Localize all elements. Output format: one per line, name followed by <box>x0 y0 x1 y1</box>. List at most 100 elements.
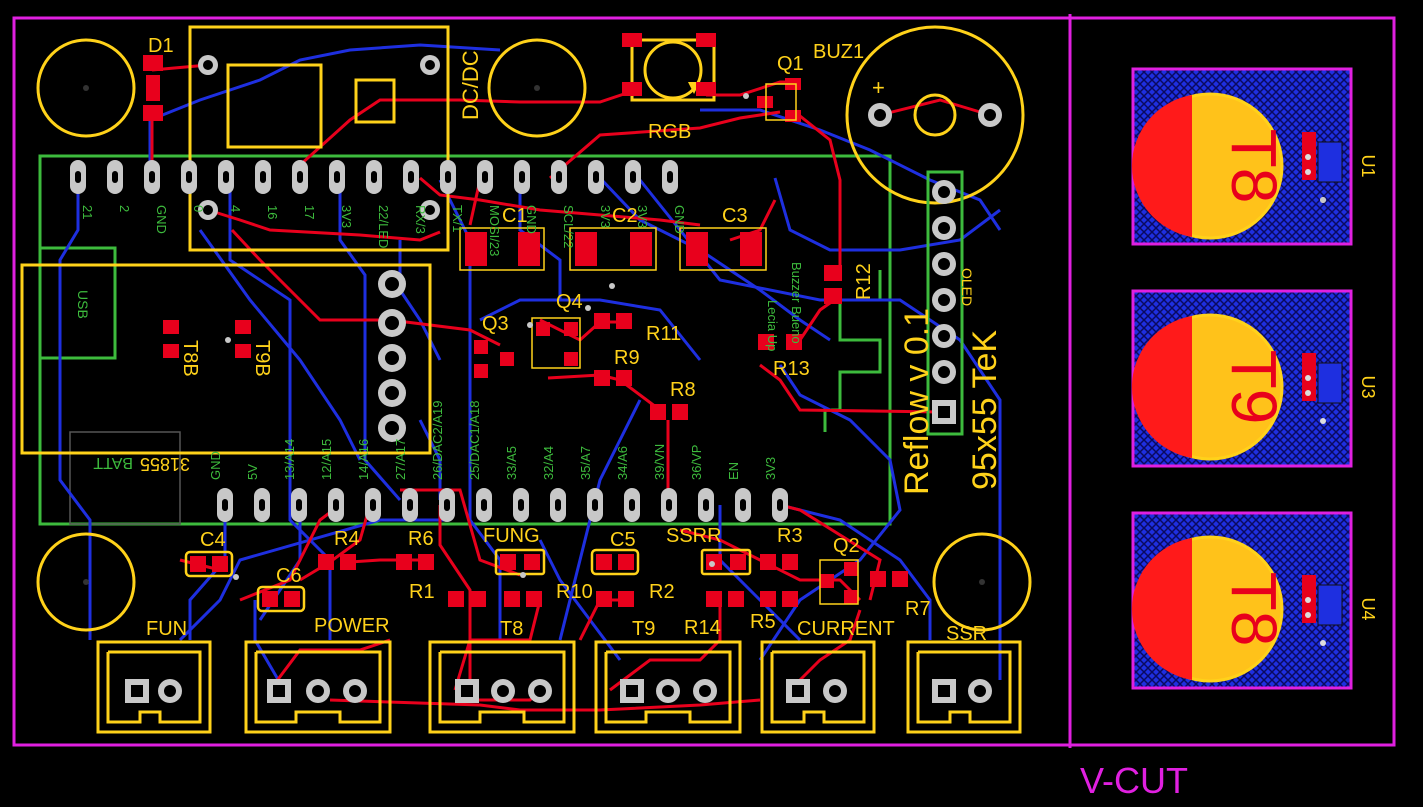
esp-top-pin-label: 3V3 <box>339 205 354 228</box>
connector-labels: FUN POWER T8 T9 CURRENT SSR <box>146 615 987 645</box>
oled-display-outline <box>20 263 432 455</box>
label-q1: Q1 <box>777 53 804 75</box>
connector-ssr-outline <box>906 640 1022 734</box>
connector-t8-outline <box>428 640 576 734</box>
esp-top-pin-label: TX/1 <box>450 205 465 232</box>
oled-header-pads <box>932 180 956 424</box>
designator-labels: D1 DC/DC RGB Q1 BUZ1 + C1 C2 C3 Q4 Q3 R1… <box>148 35 931 639</box>
batt-label: BATT <box>93 454 133 471</box>
mounting-holes <box>36 38 1032 632</box>
label-dcdc: DC/DC <box>458 50 483 120</box>
top-copper-traces <box>150 63 991 712</box>
dcdc-module <box>188 25 450 252</box>
sensor-u4 <box>1131 511 1353 690</box>
label-c6: C6 <box>276 565 302 587</box>
esp-top-pin-label: MOSI/23 <box>487 205 502 256</box>
label-r13: R13 <box>773 358 810 380</box>
u3-label: U3 <box>1358 375 1378 398</box>
esp-bottom-pin-label: 14/A16 <box>356 439 371 480</box>
label-t9b: T9B <box>251 340 273 377</box>
esp-bottom-pin-label: 35/A7 <box>578 446 593 480</box>
label-t8b: T8B <box>179 340 201 377</box>
label-r3: R3 <box>777 525 803 547</box>
label-q3: Q3 <box>482 313 509 335</box>
esp-top-pin-label: 17 <box>302 205 317 219</box>
esp-bottom-pin-label: 13/A14 <box>282 439 297 480</box>
esp-bottom-pin-label: 26/DAC2/A19 <box>430 401 445 481</box>
esp-bottom-pin-label: 39/VN <box>652 444 667 480</box>
usb-label: USB <box>75 290 91 319</box>
label-current: CURRENT <box>797 618 895 640</box>
label-c2: C2 <box>612 205 638 227</box>
vias <box>225 93 1326 580</box>
label-r2: R2 <box>649 581 675 603</box>
label-c4: C4 <box>200 529 226 551</box>
connector-power-outline <box>244 640 392 734</box>
label-buz1: BUZ1 <box>813 41 864 63</box>
label-r6: R6 <box>408 528 434 550</box>
esp-bottom-pin-label: 32/A4 <box>541 446 556 480</box>
connector-current-outline <box>760 640 876 734</box>
label-r1: R1 <box>409 581 435 603</box>
u4-label: U4 <box>1358 597 1378 620</box>
esp-bottom-pin-label: 12/A15 <box>319 439 334 480</box>
u1-label: U1 <box>1358 154 1378 177</box>
esp-top-pin-label: SCL/22 <box>561 205 576 248</box>
esp-top-pin-label: GND <box>154 205 169 234</box>
esp-bottom-pin-label: 27/A17 <box>393 439 408 480</box>
component-outlines <box>184 83 859 613</box>
board-title: Reflow v 0.1 95x55 TeK OLED <box>898 268 1004 495</box>
module-side-text-1: Lecia Up <box>765 300 780 351</box>
dcdc-pads <box>198 55 440 220</box>
label-r10: R10 <box>556 581 593 603</box>
label-fung: FUNG <box>483 525 540 547</box>
esp-top-pin-label: 16 <box>265 205 280 219</box>
label-ssrr: SSRR <box>666 525 722 547</box>
label-c1: C1 <box>502 205 528 227</box>
esp-top-pin-label: RX/3 <box>413 205 428 234</box>
vcut-label: V-CUT <box>1080 760 1188 801</box>
oled-label: OLED <box>959 268 975 306</box>
esp-top-pin-label: 21 <box>80 205 95 219</box>
label-r8: R8 <box>670 379 696 401</box>
jst-connectors <box>96 640 1022 734</box>
sensor-label-3: T8 <box>1218 572 1290 647</box>
label-ssr: SSR <box>946 623 987 645</box>
esp-top-pin-label: 22/LED <box>376 205 391 248</box>
label-fun: FUN <box>146 618 187 640</box>
esp-bottom-pin-label: 3V3 <box>763 457 778 480</box>
label-d1: D1 <box>148 35 174 57</box>
esp-bottom-pin-label: GND <box>208 451 223 480</box>
label-c3: C3 <box>722 205 748 227</box>
esp-top-pin-label: 3V3 <box>635 205 650 228</box>
esp-bottom-pin-label: 33/A5 <box>504 446 519 480</box>
esp-header-top-pads <box>70 160 678 194</box>
jst-pads <box>125 679 992 703</box>
esp-top-pin-label: 3V3 <box>598 205 613 228</box>
esp-top-pin-label: 4 <box>228 205 243 212</box>
oled-header-outline <box>926 170 964 436</box>
esp-pin-labels-top: 21 2 GND 0 4 16 17 3V3 22/LED RX/3 TX/1 MOSI/23 GND S… <box>80 205 687 256</box>
label-r11: R11 <box>646 323 681 345</box>
module-labels: BATT 31855 USB Lecia Up Buzzer Bueno <box>75 262 804 474</box>
sensor-label-1: T8 <box>1218 129 1290 204</box>
title-line2: 95x55 TeK <box>966 330 1004 490</box>
rgb-button-outline <box>630 38 716 102</box>
esp-top-pin-label: 0 <box>191 205 206 212</box>
sensor-label-2: T9 <box>1218 350 1290 425</box>
label-rgb: RGB <box>648 121 691 143</box>
esp-top-pin-label: GND <box>672 205 687 234</box>
esp-top-pin-label: 2 <box>117 205 132 212</box>
smd-pads <box>143 33 908 607</box>
batt-number: 31855 <box>140 454 190 474</box>
label-t8: T8 <box>500 618 523 640</box>
label-r9: R9 <box>614 347 640 369</box>
label-r12: R12 <box>853 263 875 300</box>
sensor-u1 <box>1131 67 1353 246</box>
connector-fun-outline <box>96 640 212 734</box>
connector-t9-outline <box>594 640 742 734</box>
module-side-text-2: Buzzer Bueno <box>789 262 804 344</box>
label-q2: Q2 <box>833 535 860 557</box>
esp-top-pin-label: GND <box>524 205 539 234</box>
